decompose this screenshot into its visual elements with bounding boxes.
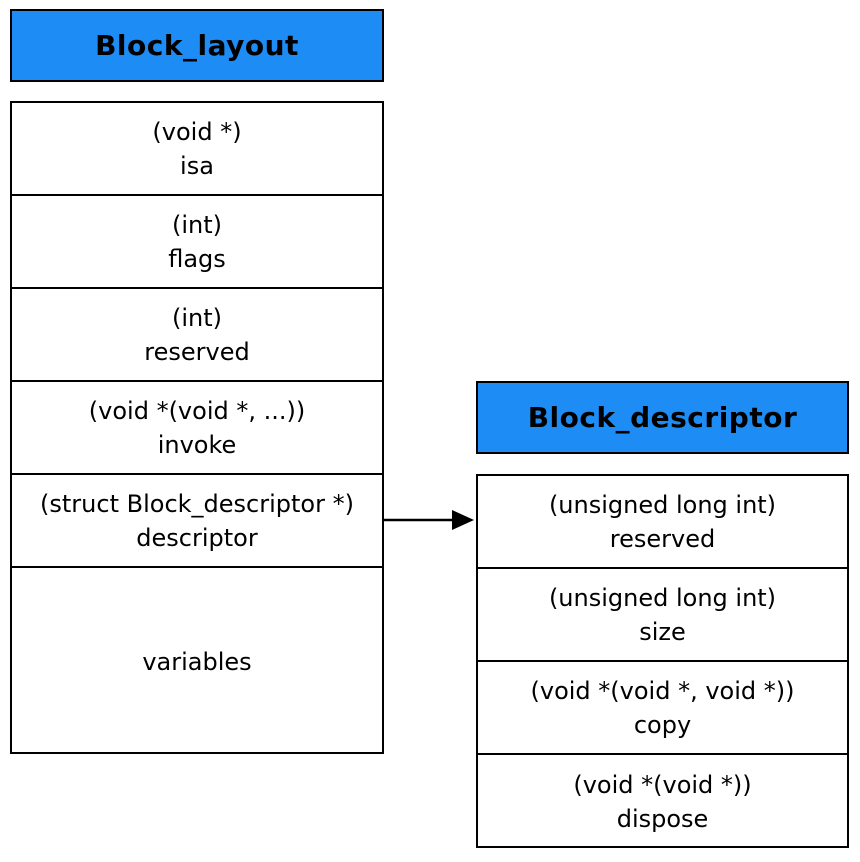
field-copy: (void *(void *, void *)) copy (478, 662, 847, 755)
field-isa: (void *) isa (12, 103, 382, 196)
field-name: variables (142, 647, 252, 676)
field-name: dispose (616, 804, 709, 833)
field-name: reserved (609, 524, 716, 553)
field-invoke: (void *(void *, ...)) invoke (12, 382, 382, 475)
field-type: (unsigned long int) (548, 490, 777, 519)
block-layout-title: Block_layout (95, 29, 299, 62)
field-name: copy (633, 710, 692, 739)
arrow-head (452, 510, 474, 530)
block-layout-header: Block_layout (10, 9, 384, 82)
field-dispose: (void *(void *)) dispose (478, 755, 847, 848)
field-name: reserved (144, 337, 250, 366)
field-name: invoke (157, 430, 237, 459)
field-name: descriptor (136, 523, 258, 552)
field-type: (int) (171, 303, 222, 332)
field-flags: (int) flags (12, 196, 382, 289)
field-size: (unsigned long int) size (478, 569, 847, 662)
field-name: size (639, 617, 686, 646)
field-type: (void *(void *, ...)) (88, 396, 306, 425)
field-type: (void *(void *, void *)) (530, 676, 795, 705)
block-layout-struct: (void *) isa (int) flags (int) reserved … (10, 101, 384, 754)
field-type: (void *) (152, 117, 242, 146)
field-name: isa (180, 151, 214, 180)
field-descriptor: (struct Block_descriptor *) descriptor (12, 475, 382, 568)
field-type: (void *(void *)) (573, 770, 752, 799)
field-type: (struct Block_descriptor *) (40, 489, 354, 518)
block-descriptor-header: Block_descriptor (476, 381, 849, 454)
field-reserved: (int) reserved (12, 289, 382, 382)
block-descriptor-title: Block_descriptor (527, 401, 798, 434)
field-variables: variables (12, 568, 382, 755)
field-name: flags (168, 244, 226, 273)
block-descriptor-struct: (unsigned long int) reserved (unsigned l… (476, 474, 849, 848)
field-type: (unsigned long int) (548, 583, 777, 612)
field-reserved: (unsigned long int) reserved (478, 476, 847, 569)
field-type: (int) (171, 210, 222, 239)
